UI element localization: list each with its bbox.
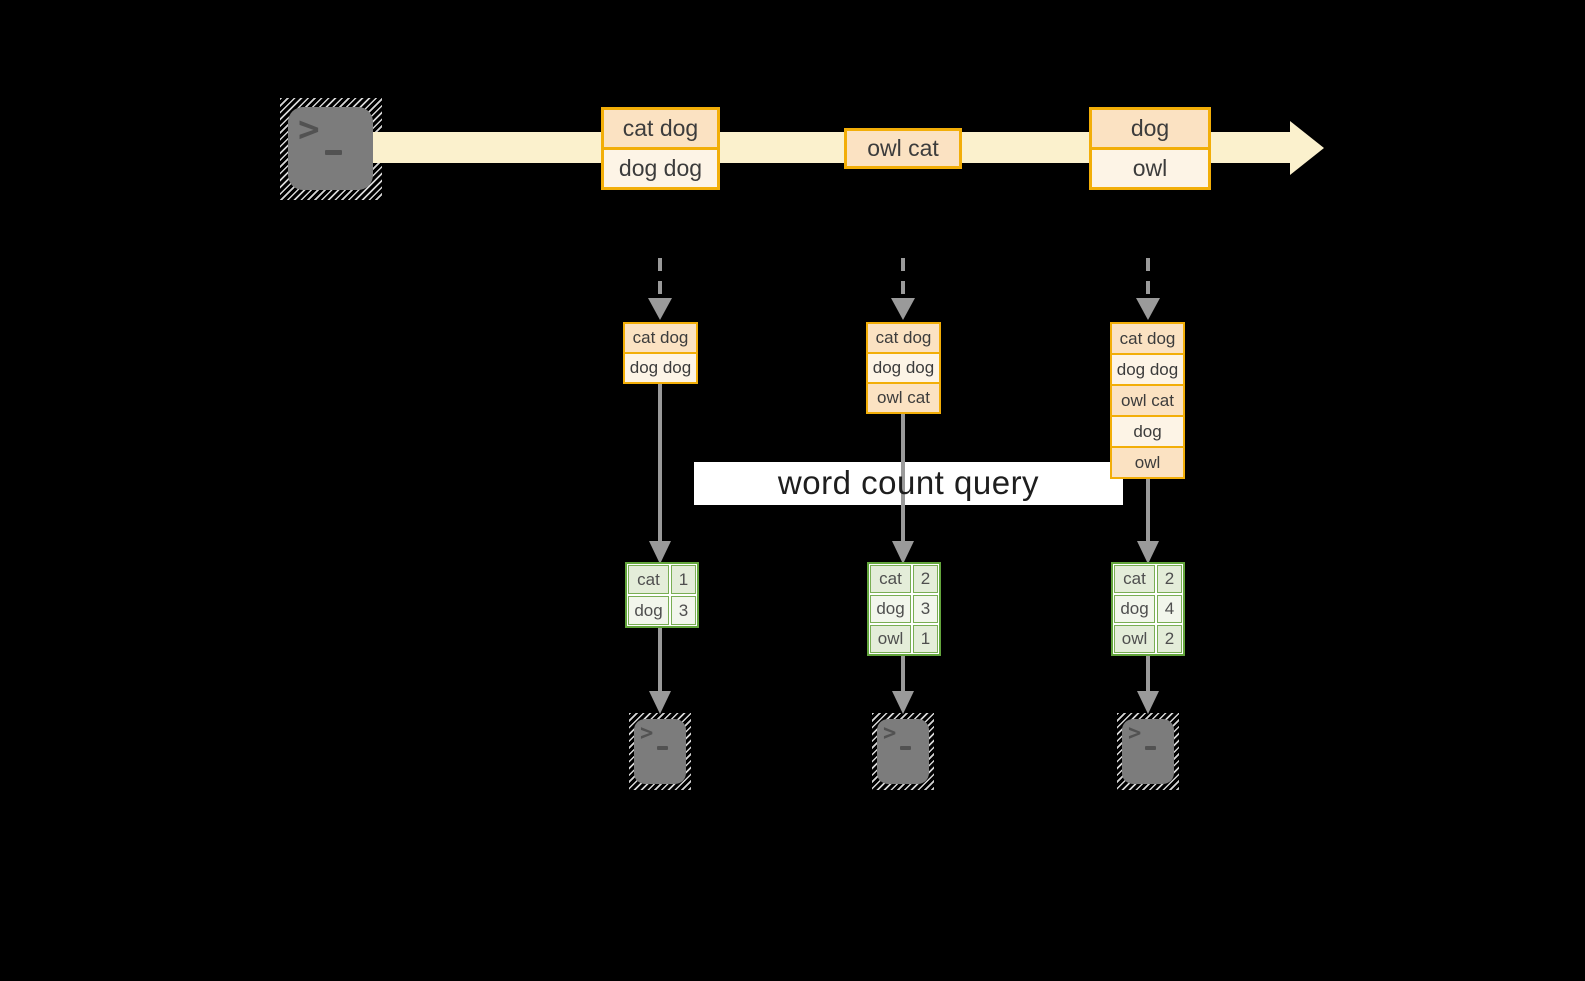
table-cell-word: cat	[1114, 565, 1155, 593]
result-arrowhead-2	[892, 691, 914, 714]
event-line: dog dog	[604, 147, 717, 187]
prompt-underscore-icon	[900, 746, 911, 750]
query-band	[694, 462, 1123, 505]
batch-item: owl	[1112, 446, 1183, 477]
batch-box-3: cat dog dog dog owl cat dog owl	[1110, 322, 1185, 479]
word-count-table-1: cat 1 dog 3	[625, 562, 699, 628]
table-cell-word: owl	[870, 625, 911, 653]
table-cell-word: owl	[1114, 625, 1155, 653]
query-line-2	[901, 414, 905, 542]
output-terminal-icon-2: >	[877, 719, 929, 784]
micro-batch-arrow-3	[1146, 258, 1150, 300]
word-count-table-2: cat 2 dog 3 owl 1	[867, 562, 941, 656]
table-cell-count: 4	[1157, 595, 1182, 623]
prompt-chevron-icon: >	[883, 721, 897, 746]
batch-item: owl cat	[1112, 384, 1183, 415]
output-terminal-icon-1: >	[634, 719, 686, 784]
micro-batch-arrow-2	[901, 258, 905, 300]
query-label: word count query	[777, 463, 1040, 501]
event-line: dog	[1092, 110, 1208, 147]
batch-box-1: cat dog dog dog	[623, 322, 698, 384]
batch-item: dog dog	[625, 352, 696, 382]
result-arrowhead-3	[1137, 691, 1159, 714]
table-cell-count: 1	[913, 625, 938, 653]
prompt-chevron-icon: >	[1128, 721, 1142, 746]
output-terminal-hatch-2: >	[872, 713, 934, 790]
query-arrowhead-1	[649, 541, 671, 564]
source-terminal-icon: >	[288, 107, 373, 190]
micro-batch-arrowhead-2	[891, 298, 915, 320]
micro-batch-arrowhead-1	[648, 298, 672, 320]
batch-box-2: cat dog dog dog owl cat	[866, 322, 941, 414]
query-line-1	[658, 384, 662, 542]
prompt-chevron-icon: >	[298, 109, 320, 150]
table-cell-count: 2	[913, 565, 938, 593]
source-terminal-hatch: >	[280, 98, 382, 200]
query-arrowhead-3	[1137, 541, 1159, 564]
table-cell-count: 3	[671, 596, 696, 625]
micro-batch-arrow-1	[658, 258, 662, 300]
table-cell-word: dog	[870, 595, 911, 623]
result-arrow-3	[1146, 656, 1150, 691]
stream-event-box-1: cat dog dog dog	[601, 107, 720, 190]
batch-item: dog dog	[868, 352, 939, 382]
result-arrow-1	[658, 628, 662, 691]
stream-event-box-2: owl cat	[844, 128, 962, 169]
batch-item: dog	[1112, 415, 1183, 446]
batch-item: cat dog	[1112, 324, 1183, 353]
micro-batch-arrowhead-3	[1136, 298, 1160, 320]
batch-item: dog dog	[1112, 353, 1183, 384]
batch-item: cat dog	[868, 324, 939, 352]
table-cell-count: 3	[913, 595, 938, 623]
table-cell-word: dog	[628, 596, 669, 625]
prompt-chevron-icon: >	[640, 721, 654, 746]
table-cell-count: 1	[671, 565, 696, 594]
batch-item: cat dog	[625, 324, 696, 352]
query-line-3	[1146, 479, 1150, 542]
table-cell-count: 2	[1157, 565, 1182, 593]
stream-arrowhead-icon	[1290, 121, 1324, 175]
table-cell-word: dog	[1114, 595, 1155, 623]
result-arrow-2	[901, 656, 905, 691]
table-cell-word: cat	[870, 565, 911, 593]
word-count-table-3: cat 2 dog 4 owl 2	[1111, 562, 1185, 656]
output-terminal-hatch-3: >	[1117, 713, 1179, 790]
query-arrowhead-2	[892, 541, 914, 564]
result-arrowhead-1	[649, 691, 671, 714]
prompt-underscore-icon	[657, 746, 668, 750]
table-cell-word: cat	[628, 565, 669, 594]
event-line: owl cat	[847, 131, 959, 166]
prompt-underscore-icon	[1145, 746, 1156, 750]
batch-item: owl cat	[868, 382, 939, 412]
output-terminal-icon-3: >	[1122, 719, 1174, 784]
output-terminal-hatch-1: >	[629, 713, 691, 790]
table-cell-count: 2	[1157, 625, 1182, 653]
event-line: owl	[1092, 147, 1208, 187]
event-line: cat dog	[604, 110, 717, 147]
stream-event-box-3: dog owl	[1089, 107, 1211, 190]
prompt-underscore-icon	[325, 150, 342, 155]
